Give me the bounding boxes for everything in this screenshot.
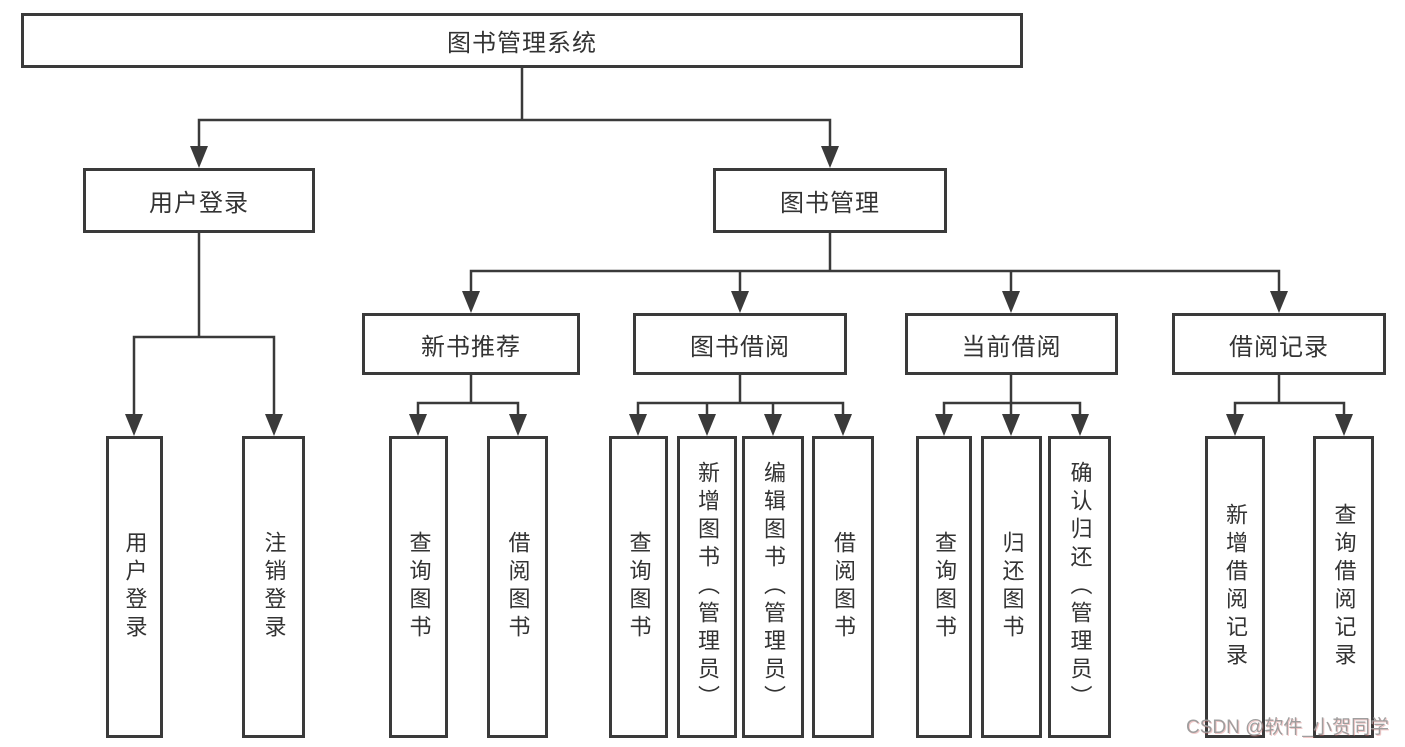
arrowhead-icon	[821, 146, 839, 168]
node-label: 借阅图书	[505, 531, 531, 643]
leaf-return-books: 归还图书	[981, 436, 1042, 738]
arrowhead-icon	[1002, 291, 1020, 313]
leaf-borrow-books-recommend: 借阅图书	[487, 436, 548, 738]
arrowhead-icon	[462, 291, 480, 313]
arrowhead-icon	[190, 146, 208, 168]
leaf-query-books-recommend: 查询图书	[389, 436, 448, 738]
leaf-borrow-books: 借阅图书	[812, 436, 874, 738]
arrowhead-icon	[935, 414, 953, 436]
node-label: 查询图书	[626, 531, 652, 643]
connector-current-borrow-branch	[935, 373, 1089, 436]
arrowhead-icon	[1335, 414, 1353, 436]
node-new-book-recommend: 新书推荐	[362, 313, 580, 375]
node-label: 查询借阅记录	[1331, 503, 1357, 671]
node-label: 借阅图书	[831, 531, 856, 643]
arrowhead-icon	[1226, 414, 1244, 436]
leaf-add-books-admin: 新增图书（管理员）	[677, 436, 737, 738]
connector-book-mgmt-branch	[462, 231, 1288, 313]
leaf-add-borrow-record: 新增借阅记录	[1205, 436, 1265, 738]
node-borrowing-records: 借阅记录	[1172, 313, 1386, 375]
node-current-borrowing: 当前借阅	[905, 313, 1118, 375]
node-label: 图书管理系统	[447, 30, 597, 57]
leaf-confirm-return-admin: 确认归还（管理员）	[1048, 436, 1111, 738]
node-library-management-system: 图书管理系统	[21, 13, 1023, 68]
arrowhead-icon	[1002, 414, 1020, 436]
csdn-watermark: CSDN @软件_小贺同学	[1186, 717, 1389, 738]
arrowhead-icon	[409, 414, 427, 436]
node-label: 新增图书（管理员）	[695, 461, 720, 713]
node-label: 用户登录	[122, 531, 148, 643]
node-label: 图书借阅	[690, 333, 790, 361]
node-book-management: 图书管理	[713, 168, 947, 233]
arrowhead-icon	[629, 414, 647, 436]
arrowhead-icon	[698, 414, 716, 436]
connector-user-login-branch	[125, 231, 283, 436]
arrowhead-icon	[1270, 291, 1288, 313]
connector-root-to-level2	[190, 66, 839, 168]
arrowhead-icon	[834, 414, 852, 436]
leaf-query-books-current: 查询图书	[916, 436, 972, 738]
node-label: 新书推荐	[421, 333, 521, 361]
node-label: 确认归还（管理员）	[1067, 461, 1093, 713]
connector-book-borrow-branch	[629, 373, 852, 436]
node-user-login: 用户登录	[83, 168, 315, 233]
node-label: 查询图书	[932, 531, 957, 643]
node-label: 当前借阅	[961, 333, 1062, 361]
connector-borrow-records-branch	[1226, 373, 1353, 436]
node-label: 借阅记录	[1229, 333, 1329, 361]
arrowhead-icon	[764, 414, 782, 436]
node-label: 注销登录	[261, 531, 287, 643]
node-label: 新增借阅记录	[1223, 503, 1248, 671]
arrowhead-icon	[125, 414, 143, 436]
node-label: 归还图书	[999, 531, 1025, 643]
node-book-borrowing: 图书借阅	[633, 313, 847, 375]
node-label: 查询图书	[406, 531, 432, 643]
leaf-query-books-borrowing: 查询图书	[609, 436, 668, 738]
connector-new-book-branch	[409, 373, 527, 436]
leaf-query-borrow-record: 查询借阅记录	[1313, 436, 1374, 738]
arrowhead-icon	[1071, 414, 1089, 436]
node-label: 图书管理	[780, 190, 880, 217]
node-label: 用户登录	[149, 190, 249, 217]
arrowhead-icon	[265, 414, 283, 436]
arrowhead-icon	[509, 414, 527, 436]
node-label: 编辑图书（管理员）	[761, 461, 786, 713]
leaf-user-login: 用户登录	[106, 436, 163, 738]
arrowhead-icon	[731, 291, 749, 313]
leaf-logout: 注销登录	[242, 436, 305, 738]
leaf-edit-books-admin: 编辑图书（管理员）	[742, 436, 804, 738]
